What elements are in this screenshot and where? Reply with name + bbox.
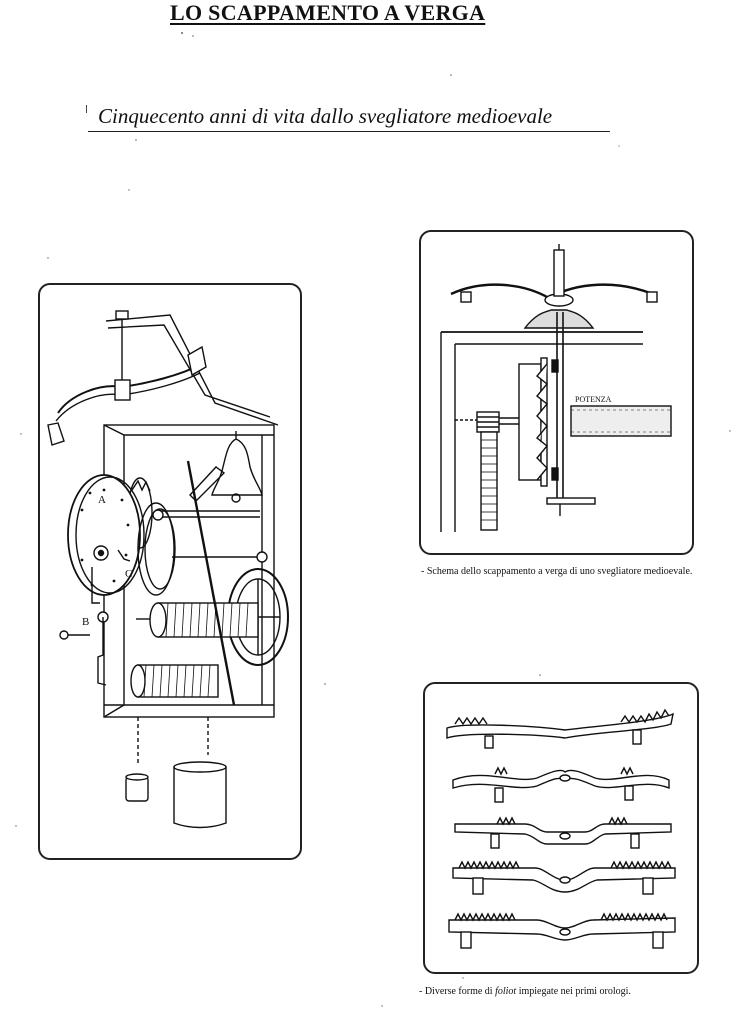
clock-label-c: C: [125, 568, 132, 580]
foliot-caption-italic: foliot: [495, 986, 517, 997]
foliot-caption-after: impiegate nei primi orologi.: [516, 986, 631, 997]
clock-mechanism-drawing: A C B: [47, 310, 289, 829]
foliot-shape-2: [452, 766, 670, 803]
foliot-shape-4: [452, 860, 676, 895]
escapement-schema-figure: POTENZA: [419, 230, 694, 555]
clock-mechanism-figure: A C B: [38, 283, 302, 860]
foliot-caption-before: - Diverse forme di: [419, 986, 496, 997]
foliot-shape-3: [454, 816, 672, 849]
potenza-label: POTENZA: [575, 395, 612, 404]
foliot-caption: - Diverse forme di foliot impiegate nei …: [419, 985, 709, 998]
page-title: LO SCAPPAMENTO A VERGA: [170, 0, 486, 25]
foliot-shape-5: [448, 912, 676, 949]
clock-label-a: A: [98, 494, 106, 506]
foliot-shapes-figure: [423, 682, 699, 974]
foliot-shape-1: [446, 708, 674, 749]
escapement-schema-drawing: POTENZA: [440, 244, 672, 532]
subtitle-underline: [88, 131, 610, 132]
page-subtitle: Cinquecento anni di vita dallo svegliato…: [98, 104, 553, 128]
foliot-shapes-drawing: [446, 708, 676, 949]
clock-label-b: B: [82, 616, 89, 628]
escapement-caption: - Schema dello scappamento a verga di un…: [421, 566, 693, 577]
